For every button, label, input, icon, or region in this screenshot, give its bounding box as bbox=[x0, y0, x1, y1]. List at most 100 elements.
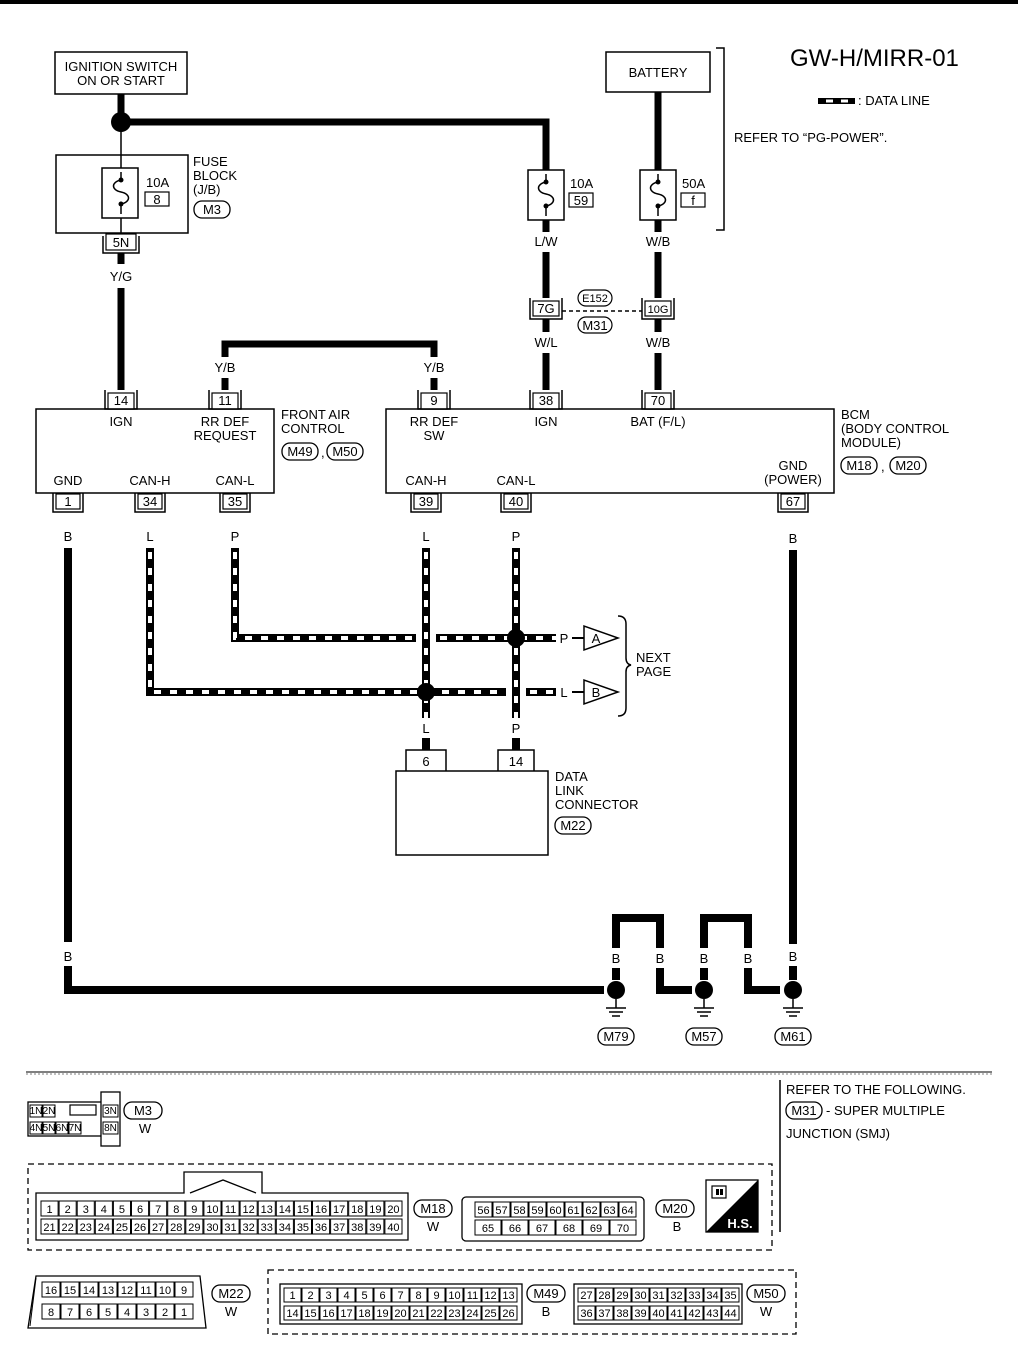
m49-pin bbox=[301, 1305, 320, 1321]
fac-pin-rr: 11 bbox=[218, 393, 232, 408]
m49-pin bbox=[373, 1305, 392, 1321]
ground-m57-label: M57 bbox=[691, 1029, 716, 1044]
connector-m49-color: B bbox=[542, 1304, 551, 1319]
m18-pin-label: 23 bbox=[80, 1222, 92, 1234]
connector-m50-label: M50 bbox=[753, 1286, 778, 1301]
bcm-connector-m18: M18 bbox=[846, 458, 871, 473]
m50-pin bbox=[703, 1287, 722, 1303]
m20-pin-label: 58 bbox=[513, 1205, 525, 1217]
bcm-pin-canl: 40 bbox=[509, 494, 523, 509]
m18-pin-label: 12 bbox=[243, 1204, 255, 1216]
m18-pin bbox=[275, 1200, 294, 1217]
legend-data-line: : DATA LINE bbox=[818, 93, 930, 108]
m22-pin-label: 15 bbox=[64, 1285, 76, 1297]
fac-pin-canl: 35 bbox=[228, 494, 242, 509]
m18-pin-label: 19 bbox=[369, 1204, 381, 1216]
m18-pin bbox=[131, 1200, 150, 1217]
m18-pin bbox=[40, 1218, 59, 1235]
bcm-pin-rr: 9 bbox=[430, 393, 437, 408]
m18-pin-label: 15 bbox=[297, 1204, 309, 1216]
m50-pin-label: 38 bbox=[616, 1308, 628, 1320]
m18-pin-label: 14 bbox=[279, 1204, 291, 1216]
m18-pin bbox=[167, 1218, 186, 1235]
m18-pin-label: 6 bbox=[137, 1204, 143, 1216]
fuse-59-number: 59 bbox=[574, 193, 588, 208]
m50-pin-label: 42 bbox=[688, 1308, 700, 1320]
m18-pin bbox=[94, 1218, 113, 1235]
m50-pin-label: 28 bbox=[598, 1290, 610, 1302]
m18-pin bbox=[76, 1200, 95, 1217]
m50-pin bbox=[685, 1287, 704, 1303]
m22-pin bbox=[136, 1281, 156, 1298]
m49-pin bbox=[445, 1287, 464, 1303]
bcm-pin-gnd: 67 bbox=[786, 494, 800, 509]
can-data-lines bbox=[146, 548, 556, 718]
battery-box bbox=[605, 51, 711, 93]
m49-pin bbox=[337, 1305, 356, 1321]
fac-label-gnd: GND bbox=[54, 473, 83, 488]
m50-pin-label: 40 bbox=[652, 1308, 664, 1320]
m22-pin bbox=[60, 1303, 80, 1320]
m50-pin bbox=[685, 1305, 704, 1321]
fuse-8-amp: 10A bbox=[146, 175, 169, 190]
m18-pin bbox=[257, 1200, 276, 1217]
m20-pin-label: 68 bbox=[563, 1223, 575, 1235]
m18-pin-label: 8 bbox=[173, 1204, 179, 1216]
diagram-title: GW-H/MIRR-01 bbox=[790, 45, 959, 72]
ignition-splice bbox=[111, 112, 131, 132]
wire-color-yb-2: Y/B bbox=[424, 360, 445, 375]
m49-pin-label: 16 bbox=[322, 1308, 334, 1320]
m20-pin-label: 56 bbox=[477, 1205, 489, 1217]
m18-pin bbox=[40, 1200, 59, 1217]
m22-pin bbox=[79, 1303, 99, 1320]
connector-m20-label: M20 bbox=[662, 1201, 687, 1216]
m3-pin-label: 6N bbox=[56, 1123, 69, 1134]
m18-pin-label: 7 bbox=[155, 1204, 161, 1216]
m18-pin bbox=[239, 1200, 258, 1217]
m49-pin-label: 18 bbox=[358, 1308, 370, 1320]
dlc-connector: M22 bbox=[560, 818, 585, 833]
wire-color-lw: L/W bbox=[534, 234, 558, 249]
m18-pin-label: 22 bbox=[62, 1222, 74, 1234]
bcm-label-canh: CAN-H bbox=[405, 473, 446, 488]
connector-m22-color: W bbox=[225, 1304, 238, 1319]
wire-color-b-gnd1: B bbox=[64, 949, 73, 964]
m18-pin bbox=[275, 1218, 294, 1235]
canl-splice bbox=[507, 629, 525, 647]
m18-pin-label: 38 bbox=[351, 1222, 363, 1234]
m18-pin-label: 35 bbox=[297, 1222, 309, 1234]
m49-pin-label: 17 bbox=[340, 1308, 352, 1320]
m49-pin bbox=[391, 1287, 410, 1303]
m22-pin bbox=[79, 1281, 99, 1298]
m3-pin-label: 4N bbox=[30, 1123, 43, 1134]
m18-pin bbox=[221, 1218, 240, 1235]
bcm-pin-bat: 70 bbox=[651, 393, 665, 408]
wire-color-p-next: P bbox=[560, 631, 569, 646]
next-page-arrow-a bbox=[583, 624, 621, 652]
m20-pin bbox=[609, 1219, 637, 1236]
m18-pin bbox=[384, 1200, 403, 1217]
m50-pin-label: 41 bbox=[670, 1308, 682, 1320]
m22-pin bbox=[174, 1281, 194, 1298]
m18-pin bbox=[112, 1200, 132, 1217]
wire-color-l-bcm: L bbox=[422, 529, 429, 544]
wire-color-b-gnd4: B bbox=[700, 951, 709, 966]
canh-splice bbox=[417, 683, 435, 701]
dlc-pin-14: 14 bbox=[509, 754, 523, 769]
m18-pin-label: 33 bbox=[261, 1222, 273, 1234]
m18-pin-label: 20 bbox=[387, 1204, 399, 1216]
m22-pin-label: 7 bbox=[67, 1307, 73, 1319]
refer-following-3: JUNCTION (SMJ) bbox=[786, 1126, 890, 1141]
m20-pin bbox=[555, 1219, 583, 1236]
m20-pin-label: 61 bbox=[567, 1205, 579, 1217]
m18-pin bbox=[131, 1218, 150, 1235]
m22-pin bbox=[117, 1281, 137, 1298]
m50-pin-label: 31 bbox=[652, 1290, 664, 1302]
dlc-label-2: LINK bbox=[555, 783, 584, 798]
bcm-connector-comma: , bbox=[881, 459, 885, 474]
m49-pin-label: 10 bbox=[448, 1290, 460, 1302]
dlc-label-3: CONNECTOR bbox=[555, 797, 639, 812]
fuse-block-label-1: FUSE bbox=[193, 154, 228, 169]
m18-pin bbox=[94, 1200, 113, 1217]
